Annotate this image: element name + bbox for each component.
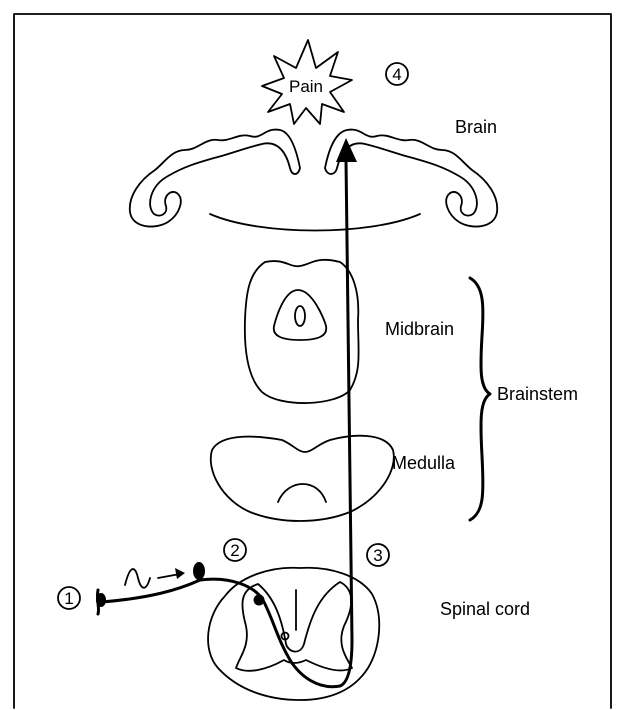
step-marker-2: 2: [224, 539, 246, 561]
midbrain-outline: [245, 260, 359, 403]
step-marker-4: 4: [386, 63, 408, 85]
dorsal-root-ganglion: [193, 562, 205, 580]
pain-burst: Pain: [262, 40, 352, 124]
dorsal-horn-synapse: [254, 595, 265, 606]
ascending-tract: [336, 138, 357, 640]
label-midbrain: Midbrain: [385, 319, 454, 339]
label-medulla: Medulla: [392, 453, 456, 473]
svg-text:3: 3: [373, 546, 382, 565]
medulla-outline: [211, 436, 394, 521]
ascending-arrow-icon: [336, 138, 357, 162]
neuron-pathway: [96, 562, 352, 687]
step-marker-1: 1: [58, 587, 80, 609]
label-spinal-cord: Spinal cord: [440, 599, 530, 619]
step-marker-3: 3: [367, 544, 389, 566]
label-brain: Brain: [455, 117, 497, 137]
svg-text:4: 4: [392, 65, 401, 84]
label-brainstem: Brainstem: [497, 384, 578, 404]
brain-outline: [130, 130, 497, 231]
brainstem-brace: [470, 278, 490, 520]
svg-text:2: 2: [230, 541, 239, 560]
pain-label: Pain: [289, 77, 323, 96]
spinal-cord-outline: [208, 568, 379, 700]
receptor-ending: [96, 593, 106, 607]
svg-text:1: 1: [64, 589, 73, 608]
stimulus-wave-icon: [125, 569, 150, 588]
cerebral-aqueduct: [295, 306, 305, 326]
